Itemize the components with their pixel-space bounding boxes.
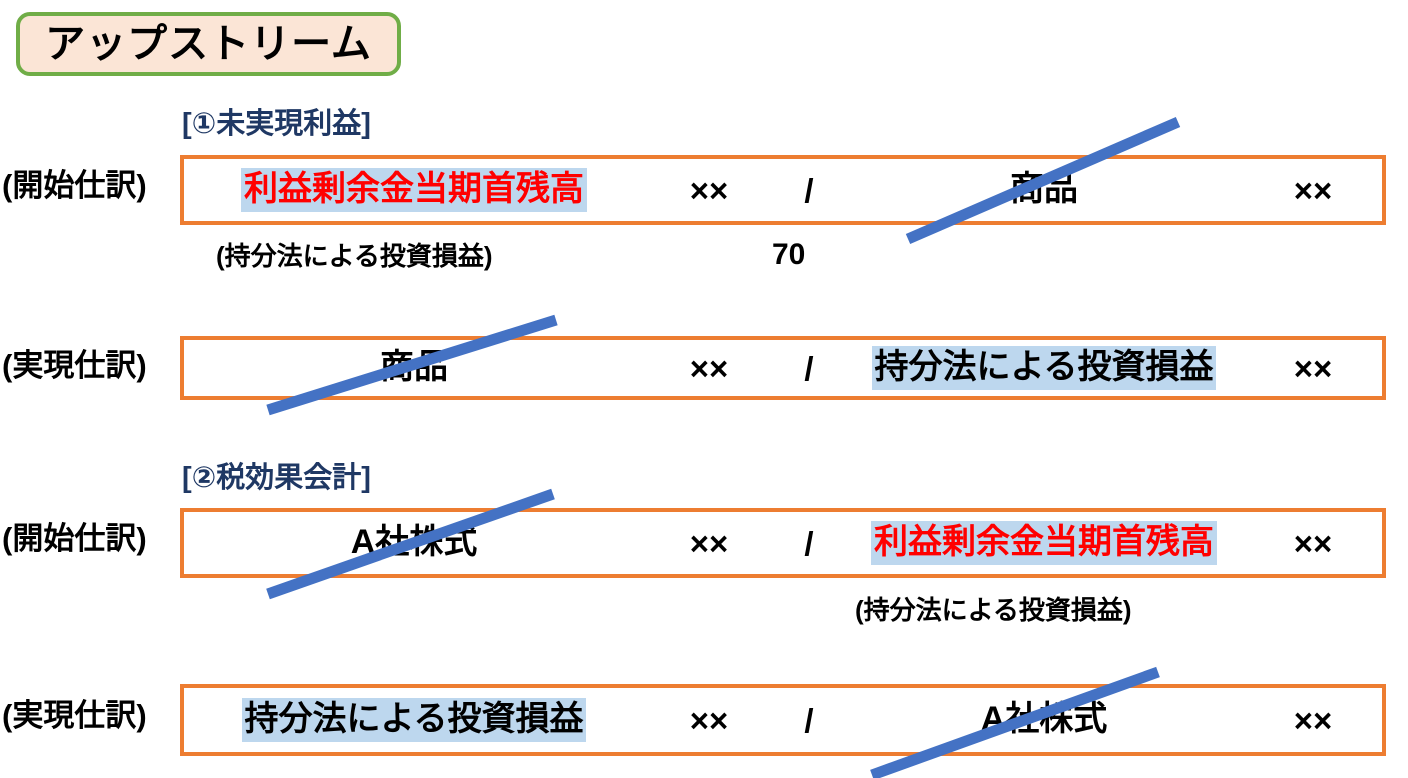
section-heading-1: [①未実現利益] bbox=[182, 108, 371, 140]
debit-account-2: 商品 bbox=[380, 348, 448, 387]
debit-amount-3: ×× bbox=[689, 524, 729, 562]
credit-cell-2: 持分法による投資損益 bbox=[844, 346, 1244, 390]
separator-cell-1: / bbox=[774, 174, 844, 207]
row-label-3: (開始仕訳) bbox=[2, 521, 147, 556]
debit-cell-2: 商品 bbox=[184, 346, 644, 389]
separator-cell-2: / bbox=[774, 352, 844, 385]
separator-cell-4: / bbox=[774, 704, 844, 737]
journal-entry-box-1: 利益剰余金当期首残高 ×× / 商品 ×× bbox=[180, 155, 1386, 225]
credit-cell-1: 商品 bbox=[844, 168, 1244, 211]
separator-4: / bbox=[804, 701, 814, 739]
credit-cell-3: 利益剰余金当期首残高 bbox=[844, 521, 1244, 565]
title-pill: アップストリーム bbox=[16, 12, 401, 76]
debit-amount-cell-3: ×× bbox=[644, 527, 774, 560]
separator-3: / bbox=[804, 524, 814, 562]
credit-cell-4: A社株式 bbox=[844, 698, 1244, 741]
debit-cell-1: 利益剰余金当期首残高 bbox=[184, 168, 644, 212]
debit-amount-4: ×× bbox=[689, 701, 729, 739]
journal-entry-box-4: 持分法による投資損益 ×× / A社株式 ×× bbox=[180, 684, 1386, 756]
journal-entry-box-3: A社株式 ×× / 利益剰余金当期首残高 ×× bbox=[180, 508, 1386, 578]
debit-amount-1: ×× bbox=[689, 171, 729, 209]
annotation-equity-method-2: (持分法による投資損益) bbox=[855, 595, 1132, 625]
credit-amount-1: ×× bbox=[1293, 171, 1333, 209]
journal-entry-box-2: 商品 ×× / 持分法による投資損益 ×× bbox=[180, 336, 1386, 400]
credit-amount-2: ×× bbox=[1293, 349, 1333, 387]
credit-amount-cell-1: ×× bbox=[1244, 174, 1382, 207]
credit-account-3: 利益剰余金当期首残高 bbox=[871, 521, 1217, 565]
credit-account-2: 持分法による投資損益 bbox=[871, 346, 1217, 390]
credit-account-1: 商品 bbox=[1010, 170, 1078, 209]
row-label-4: (実現仕訳) bbox=[2, 698, 147, 733]
debit-account-1: 利益剰余金当期首残高 bbox=[241, 168, 587, 212]
separator-cell-3: / bbox=[774, 527, 844, 560]
debit-cell-4: 持分法による投資損益 bbox=[184, 698, 644, 742]
credit-amount-3: ×× bbox=[1293, 524, 1333, 562]
debit-amount-cell-2: ×× bbox=[644, 352, 774, 385]
title-pill-label: アップストリーム bbox=[45, 22, 372, 66]
debit-amount-cell-1: ×× bbox=[644, 174, 774, 207]
row-label-2: (実現仕訳) bbox=[2, 348, 147, 383]
credit-amount-4: ×× bbox=[1293, 701, 1333, 739]
credit-amount-cell-2: ×× bbox=[1244, 352, 1382, 385]
debit-cell-3: A社株式 bbox=[184, 521, 644, 564]
credit-account-4: A社株式 bbox=[980, 700, 1108, 739]
debit-account-3: A社株式 bbox=[350, 523, 478, 562]
separator-1: / bbox=[804, 171, 814, 209]
debit-account-4: 持分法による投資損益 bbox=[241, 698, 587, 742]
section-heading-2: [②税効果会計] bbox=[182, 462, 371, 494]
separator-2: / bbox=[804, 349, 814, 387]
debit-amount-2: ×× bbox=[689, 349, 729, 387]
credit-amount-cell-4: ×× bbox=[1244, 704, 1382, 737]
credit-amount-cell-3: ×× bbox=[1244, 527, 1382, 560]
annotation-amount-70: 70 bbox=[772, 238, 806, 271]
debit-amount-cell-4: ×× bbox=[644, 704, 774, 737]
row-label-1: (開始仕訳) bbox=[2, 168, 147, 203]
annotation-equity-method-1: (持分法による投資損益) bbox=[216, 241, 493, 271]
